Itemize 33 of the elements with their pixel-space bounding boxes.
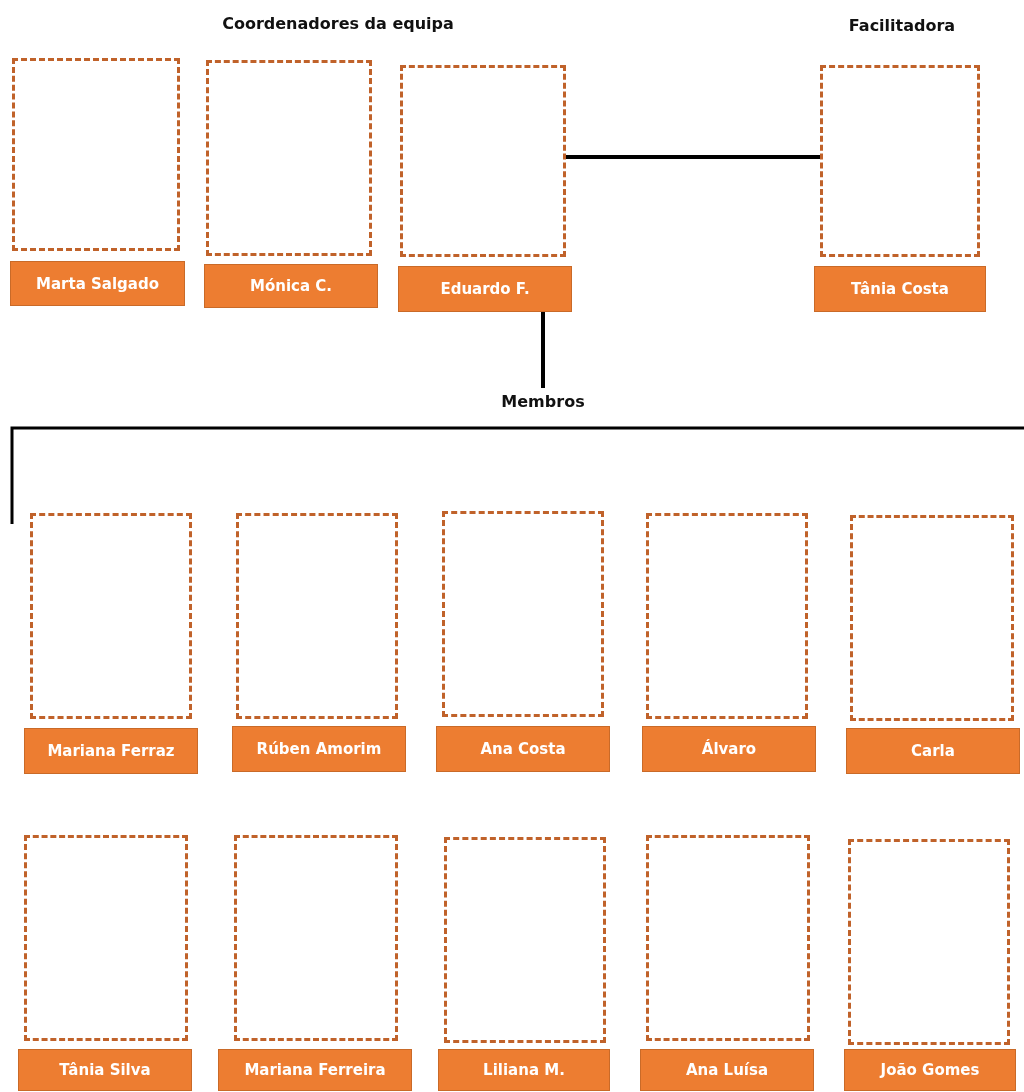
photo-frame — [206, 60, 372, 256]
name-label: João Gomes — [844, 1049, 1016, 1091]
photo-frame — [646, 513, 808, 719]
photo-frame — [400, 65, 566, 257]
name-label: Mariana Ferreira — [218, 1049, 412, 1091]
name-label: Tânia Silva — [18, 1049, 192, 1091]
photo-frame — [444, 837, 606, 1043]
name-label: Mariana Ferraz — [24, 728, 198, 774]
photo-frame — [236, 513, 398, 719]
photo-frame — [848, 839, 1010, 1045]
name-label: Eduardo F. — [398, 266, 572, 312]
photo-frame — [442, 511, 604, 717]
photo-frame — [12, 58, 180, 251]
name-label: Carla — [846, 728, 1020, 774]
photo-frame — [850, 515, 1014, 721]
photo-frame — [820, 65, 980, 257]
group-heading: Coordenadores da equipa — [222, 14, 454, 33]
group-heading: Facilitadora — [848, 16, 956, 35]
photo-frame — [646, 835, 810, 1041]
name-label: Ana Luísa — [640, 1049, 814, 1091]
photo-frame — [30, 513, 192, 719]
photo-frame — [234, 835, 398, 1041]
name-label: Ana Costa — [436, 726, 610, 772]
connector-line — [566, 155, 820, 159]
connector-line — [541, 312, 545, 388]
section-heading: Membros — [490, 388, 596, 414]
name-label: Rúben Amorim — [232, 726, 406, 772]
photo-frame — [24, 835, 188, 1041]
name-label: Tânia Costa — [814, 266, 986, 312]
name-label: Marta Salgado — [10, 261, 185, 306]
name-label: Mónica C. — [204, 264, 378, 308]
name-label: Liliana M. — [438, 1049, 610, 1091]
name-label: Álvaro — [642, 726, 816, 772]
